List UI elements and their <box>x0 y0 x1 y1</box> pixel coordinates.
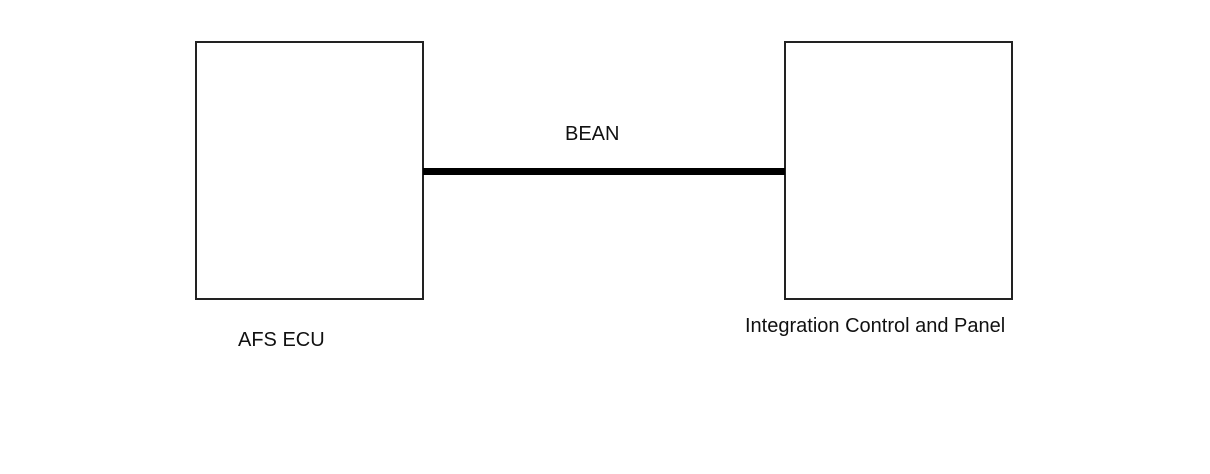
integration-control-panel-box <box>784 41 1013 300</box>
afs-ecu-label: AFS ECU <box>238 329 325 351</box>
afs-ecu-box <box>195 41 424 300</box>
bean-bus-connector <box>423 168 785 175</box>
integration-control-panel-label: Integration Control and Panel <box>745 315 1006 337</box>
bean-bus-label: BEAN <box>565 123 620 145</box>
